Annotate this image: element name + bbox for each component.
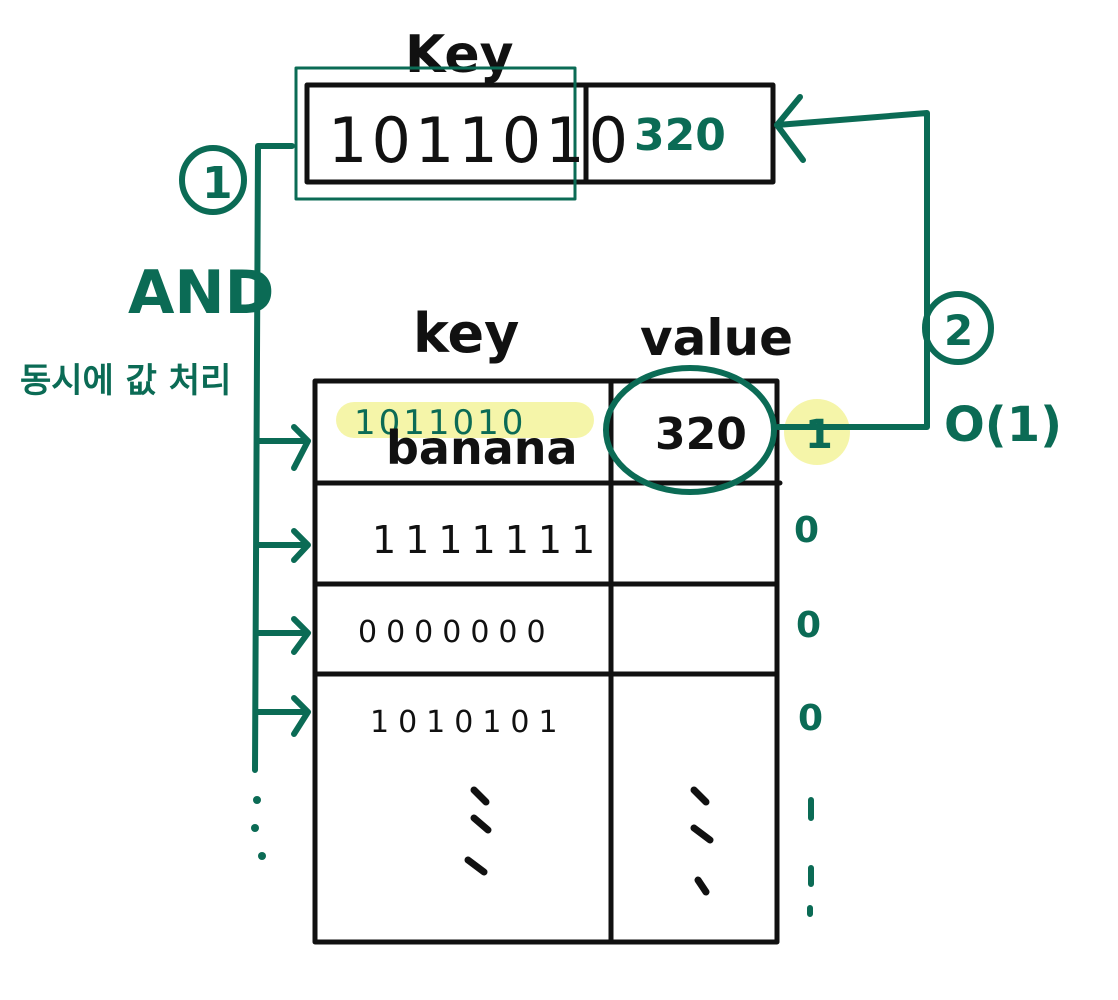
bus-dot [251, 824, 259, 832]
bus-dot [253, 796, 261, 804]
top-key-header: Key [405, 25, 514, 85]
top-entry-box [304, 82, 776, 185]
step2-arrowhead [774, 94, 806, 163]
ellipsis-mark [464, 786, 492, 876]
top-value: 320 [634, 110, 726, 161]
bus-dot [258, 852, 266, 860]
row-flag: 1 [805, 412, 833, 458]
complexity-label: O(1) [944, 397, 1062, 453]
and-label: AND [128, 258, 274, 328]
row-flag: 0 [796, 605, 821, 646]
step1-number: 1 [202, 158, 233, 209]
step2-circle [922, 291, 994, 365]
row-arrow [255, 424, 311, 471]
table-key-header: key [413, 302, 519, 365]
row-arrow [255, 695, 311, 737]
hash-table [312, 378, 780, 945]
row-value: 320 [655, 409, 747, 460]
simultaneous-note: 동시에 값 처리 [20, 361, 231, 401]
row-flag: 0 [798, 698, 823, 739]
row-key: 1111111 [372, 518, 604, 562]
top-key-bits: 1011010 [328, 104, 632, 177]
row-key: banana [386, 421, 578, 475]
row-mask-highlight [336, 402, 594, 438]
row-arrow [255, 616, 311, 655]
table-value-header: value [640, 309, 793, 367]
ellipsis-mark [690, 786, 714, 896]
step2-number: 2 [944, 306, 973, 355]
top-key-highlight-box [294, 66, 577, 201]
flag-highlight [784, 399, 850, 465]
row-arrow [255, 528, 311, 563]
row-key: 1010101 [370, 705, 567, 740]
matched-value-circle [603, 365, 777, 495]
step1-circle [179, 145, 247, 215]
row-key: 0000000 [358, 615, 555, 650]
ellipsis-mark [807, 797, 814, 917]
row-flag: 0 [794, 510, 819, 551]
step2-return-line [774, 110, 930, 430]
step1-bus-line [252, 143, 295, 773]
row-mask-bits: 1011010 [354, 403, 526, 443]
